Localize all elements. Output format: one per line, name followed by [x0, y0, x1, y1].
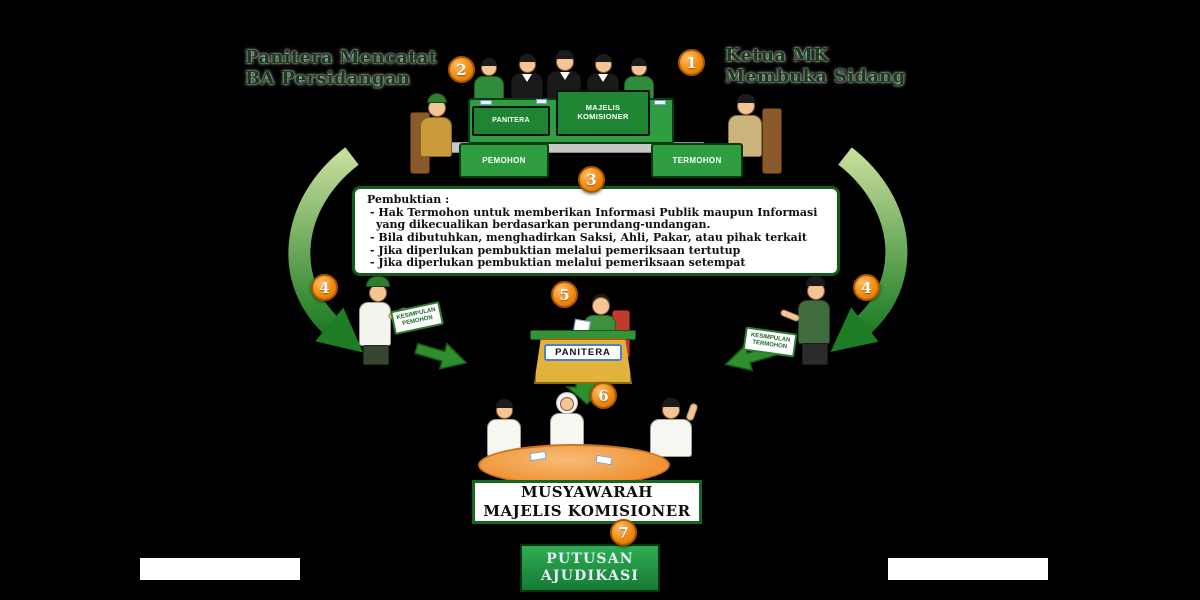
curved-arrow-right [830, 147, 908, 353]
step-badge-6: 6 [590, 382, 617, 409]
step-badge-1: 1 [678, 49, 705, 76]
block-arrow-pemohon [414, 342, 468, 370]
pemohon-table-label: PEMOHON [482, 155, 526, 165]
step-badge-7: 7 [610, 519, 637, 546]
curved-arrow-left [288, 147, 364, 353]
annotation-left-line2: BA Persidangan [245, 67, 411, 89]
step-badge-5: 5 [551, 281, 578, 308]
termohon-table-label: TERMOHON [672, 155, 722, 165]
annotation-ketua-membuka: Ketua MK Membuka Sidang [725, 45, 906, 87]
pemohon-table: PEMOHON [459, 143, 549, 178]
musyawarah-box: MUSYAWARAH MAJELIS KOMISIONER [472, 480, 702, 524]
majelis-bench-label-1: MAJELIS [585, 103, 621, 113]
putusan-line1: PUTUSAN [546, 550, 634, 567]
pembuktian-heading: Pembuktian : [367, 193, 450, 206]
pembuktian-item-1: - Hak Termohon untuk memberikan Informas… [370, 205, 818, 232]
majelis-bench-plate: MAJELIS KOMISIONER [556, 90, 650, 136]
musyawarah-line2: MAJELIS KOMISIONER [483, 502, 691, 520]
musyawarah-line1: MUSYAWARAH [521, 483, 653, 502]
annotation-left-line1: Panitera Mencatat [245, 47, 438, 68]
putusan-box: PUTUSAN AJUDIKASI [520, 544, 660, 592]
step-badge-4-left: 4 [311, 274, 338, 301]
panitera-bench-plate: PANITERA [472, 106, 550, 136]
annotation-panitera-mencatat: Panitera Mencatat BA Persidangan [245, 47, 438, 89]
panitera-bench-label: PANITERA [492, 116, 530, 124]
bench-paper-1 [480, 100, 492, 105]
majelis-bench-label-2: KOMISIONER [577, 112, 629, 121]
step-badge-4-right: 4 [853, 274, 880, 301]
bench-paper-2 [536, 99, 547, 104]
slide-placeholder-right [888, 558, 1048, 580]
musyawarah-table [478, 444, 670, 486]
bench-paper-3 [654, 100, 666, 105]
step-badge-2: 2 [448, 56, 475, 83]
pembuktian-item-2: - Bila dibutuhkan, menghadirkan Saksi, A… [370, 230, 808, 244]
termohon-chair [762, 108, 782, 174]
pembuktian-box: Pembuktian : - Hak Termohon untuk member… [352, 186, 840, 276]
annotation-right-line2: Membuka Sidang [725, 65, 906, 87]
termohon-table: TERMOHON [651, 143, 743, 178]
panitera-desk-banner: PANITERA [544, 344, 622, 361]
pembuktian-item-4: - Jika diperlukan pembuktian melalui pem… [370, 256, 746, 270]
annotation-right-line1: Ketua MK [725, 45, 830, 66]
pembuktian-item-3: - Jika diperlukan pembuktian melalui pem… [370, 243, 741, 257]
step-badge-3: 3 [578, 166, 605, 193]
putusan-line2: AJUDIKASI [540, 568, 640, 584]
panitera-desk-banner-label: PANITERA [555, 347, 611, 358]
slide-placeholder-left [140, 558, 300, 580]
